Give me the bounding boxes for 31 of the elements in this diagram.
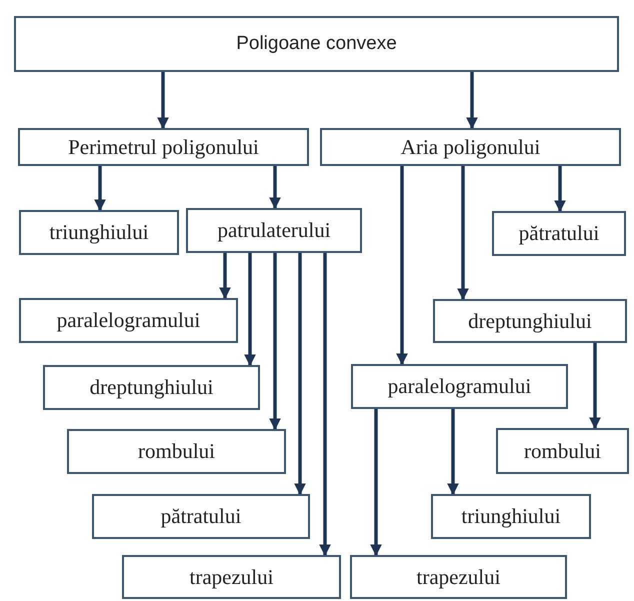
concept-box: Poligoane convexe <box>14 16 619 72</box>
arrow <box>269 166 281 210</box>
arrow <box>157 72 169 130</box>
concept-box: Perimetrul poligonului <box>18 128 309 166</box>
arrow <box>94 166 106 212</box>
arrow <box>589 343 601 430</box>
arrow <box>447 409 459 496</box>
arrow <box>269 253 281 430</box>
concept-box: pătratului <box>92 494 310 539</box>
arrow <box>554 166 566 212</box>
arrow <box>370 409 382 556</box>
concept-box: Aria poligonului <box>320 128 621 166</box>
concept-box: dreptunghiului <box>43 365 260 410</box>
concept-box: dreptunghiului <box>433 299 627 343</box>
concept-box: rombului <box>496 428 629 474</box>
arrow <box>396 166 408 366</box>
concept-box: triunghiului <box>19 210 179 255</box>
concept-box: triunghiului <box>431 494 591 539</box>
concept-box: paralelogramului <box>19 298 238 343</box>
concept-box: trapezului <box>122 555 341 599</box>
concept-box: patrulaterului <box>186 208 362 253</box>
concept-box: paralelogramului <box>351 364 568 409</box>
arrow <box>294 253 306 496</box>
arrow <box>244 253 256 366</box>
arrow <box>319 253 331 556</box>
concept-box: trapezului <box>350 555 567 599</box>
concept-box: pătratului <box>492 211 626 256</box>
arrow <box>466 72 478 130</box>
arrow <box>219 253 231 300</box>
arrow <box>457 166 469 300</box>
concept-box: rombului <box>67 429 286 474</box>
